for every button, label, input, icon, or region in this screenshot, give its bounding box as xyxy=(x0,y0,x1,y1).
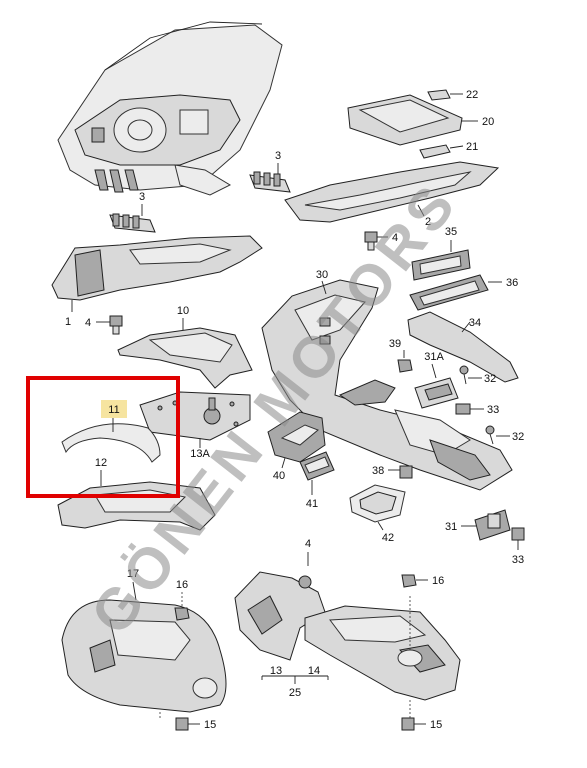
grommet-15-right xyxy=(401,717,426,731)
callout-40: 40 xyxy=(273,470,285,482)
callout-34: 34 xyxy=(469,317,481,329)
part-40-ashtray-housing xyxy=(267,411,326,469)
callout-11: 11 xyxy=(108,404,119,416)
nut-16-left xyxy=(174,592,190,621)
callout-31a: 31A xyxy=(424,351,444,363)
clip-33-upper xyxy=(455,403,484,415)
callout-14: 14 xyxy=(308,665,320,677)
callout-16-left: 16 xyxy=(176,579,188,591)
part-22-cover xyxy=(427,89,463,101)
callout-38: 38 xyxy=(372,465,384,477)
callout-30: 30 xyxy=(316,269,328,281)
callout-1: 1 xyxy=(65,316,71,328)
callout-4-left: 4 xyxy=(85,317,91,329)
callout-32-lower: 32 xyxy=(512,431,524,443)
part-11-trim-strip xyxy=(61,418,161,463)
part-2-upper-dash-trim xyxy=(284,161,500,223)
part-41-insert xyxy=(299,451,335,495)
screw-4-center xyxy=(364,231,388,251)
callout-35: 35 xyxy=(445,226,457,238)
dashboard-illustration xyxy=(57,21,283,196)
callout-41: 41 xyxy=(306,498,318,510)
part-13a-mounting-plate xyxy=(139,391,251,448)
part-30-center-console xyxy=(261,279,513,491)
callout-25: 25 xyxy=(289,687,301,699)
part-42-ring xyxy=(349,484,406,531)
part-35-vent xyxy=(411,240,471,281)
screw-32-lower xyxy=(485,425,510,445)
callout-20: 20 xyxy=(482,116,494,128)
callout-2: 2 xyxy=(425,216,431,228)
grommet-15-left xyxy=(175,717,200,731)
callout-33-lower: 33 xyxy=(512,554,524,566)
callout-13a: 13A xyxy=(190,448,210,460)
callout-17: 17 xyxy=(127,568,139,580)
part-1-lower-dash-trim xyxy=(51,235,263,312)
part-17-console-bezel xyxy=(61,581,227,720)
callout-3-right: 3 xyxy=(275,150,281,162)
callout-4-bottom: 4 xyxy=(305,538,311,550)
part-14-console-rear xyxy=(304,596,461,718)
screw-32-upper xyxy=(459,365,482,385)
callout-36: 36 xyxy=(506,277,518,289)
screw-4-left xyxy=(96,315,123,335)
part-36-vent xyxy=(409,274,502,311)
part-3-left-connector xyxy=(109,204,156,233)
callout-21: 21 xyxy=(466,141,478,153)
callout-3-left: 3 xyxy=(139,191,145,203)
part-3-right-connector xyxy=(249,163,291,193)
highlight-box xyxy=(26,376,180,498)
callout-31: 31 xyxy=(445,521,457,533)
callout-33-upper: 33 xyxy=(487,404,499,416)
part-34-armrest-trim xyxy=(407,311,519,383)
callout-13: 13 xyxy=(270,665,282,677)
part-39-grommet xyxy=(397,350,413,373)
part-10-shift-cover xyxy=(117,318,253,389)
callout-39: 39 xyxy=(389,338,401,350)
part-21-clip xyxy=(419,144,464,159)
part-31-bracket xyxy=(461,509,511,541)
callout-16-right: 16 xyxy=(432,575,444,587)
part-13-console-front xyxy=(234,552,326,661)
callout-42: 42 xyxy=(382,532,394,544)
clip-33-lower xyxy=(511,527,525,550)
nut-16-right xyxy=(401,574,428,588)
highlight-label-bg xyxy=(101,400,127,418)
callout-32-upper: 32 xyxy=(484,373,496,385)
group-bracket-25 xyxy=(261,675,329,684)
grommet-38 xyxy=(388,465,413,479)
callout-15-right: 15 xyxy=(430,719,442,731)
part-31a-bracket xyxy=(414,363,459,409)
callout-22: 22 xyxy=(466,89,478,101)
callout-12: 12 xyxy=(95,457,107,469)
callout-labels: 1 2 3 3 4 4 4 10 11 12 13 13A 14 15 15 1… xyxy=(65,89,524,731)
part-20-storage-tray xyxy=(347,94,478,146)
callout-10: 10 xyxy=(177,305,189,317)
callout-4-center: 4 xyxy=(392,232,398,244)
callout-15-left: 15 xyxy=(204,719,216,731)
